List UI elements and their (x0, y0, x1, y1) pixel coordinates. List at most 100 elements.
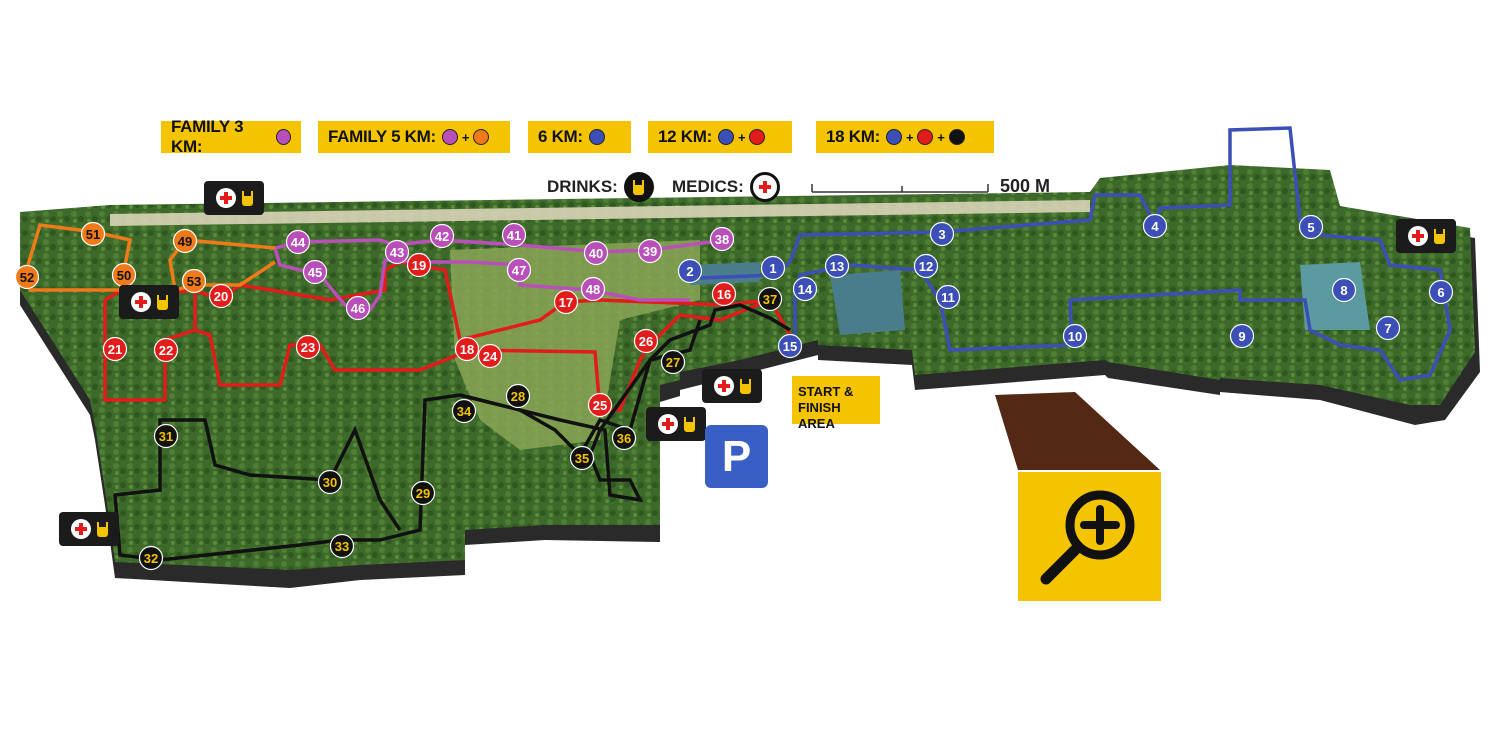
checkpoint-circle (580, 276, 606, 302)
checkpoint-circle (505, 383, 531, 409)
legend-12km: 12 KM: + (648, 121, 792, 153)
checkpoint-number: 6 (1437, 285, 1444, 300)
checkpoint-marker: 43 (384, 239, 410, 265)
road-strip (110, 200, 1090, 226)
checkpoint-number: 27 (666, 355, 680, 370)
checkpoint-marker: 19 (406, 252, 432, 278)
checkpoint-marker: 31 (153, 423, 179, 449)
checkpoint-marker: 28 (505, 383, 531, 409)
checkpoint-number: 23 (301, 340, 315, 355)
first-aid-cross-icon (130, 292, 151, 312)
red-dot-icon (749, 129, 766, 145)
checkpoint-marker: 10 (1062, 323, 1088, 349)
checkpoint-number: 45 (308, 265, 322, 280)
checkpoint-circle (410, 480, 436, 506)
checkpoint-marker: 37 (757, 286, 783, 312)
checkpoint-circle (302, 259, 328, 285)
checkpoint-circle (929, 221, 955, 247)
checkpoint-marker: 25 (587, 392, 613, 418)
checkpoint-circle (1331, 277, 1357, 303)
checkpoint-number: 15 (783, 339, 797, 354)
checkpoint-number: 12 (919, 259, 933, 274)
checkpoint-number: 47 (512, 263, 526, 278)
checkpoint-marker: 22 (153, 337, 179, 363)
checkpoint-circle (14, 264, 40, 290)
legend-18km: 18 KM: + + (816, 121, 994, 153)
checkpoint-circle (172, 228, 198, 254)
checkpoint-marker: 14 (792, 276, 818, 302)
checkpoint-marker: 47 (506, 257, 532, 283)
checkpoint-number: 48 (586, 282, 600, 297)
checkpoint-marker: 45 (302, 259, 328, 285)
route-black (113, 303, 791, 562)
checkpoint-number: 21 (108, 342, 122, 357)
checkpoint-marker: 30 (317, 469, 343, 495)
checkpoint-number: 5 (1307, 220, 1314, 235)
checkpoint-number: 10 (1068, 329, 1082, 344)
checkpoint-number: 4 (1151, 219, 1159, 234)
aid-station (702, 369, 762, 403)
first-aid-cross-icon (215, 188, 236, 208)
checkpoint-circle (102, 336, 128, 362)
checkpoint-circle (451, 398, 477, 424)
checkpoint-marker: 39 (637, 238, 663, 264)
aid-station (1396, 219, 1456, 253)
checkpoint-number: 18 (460, 342, 474, 357)
checkpoint-circle (506, 257, 532, 283)
drink-cup-icon (623, 172, 654, 202)
checkpoint-number: 38 (715, 232, 729, 247)
checkpoint-marker: 34 (451, 398, 477, 424)
parking-icon: P (705, 425, 768, 488)
checkpoint-number: 13 (830, 259, 844, 274)
checkpoint-circle (711, 281, 737, 307)
legend-family-5km: FAMILY 5 KM: + (318, 121, 510, 153)
checkpoint-number: 1 (769, 261, 776, 276)
zoom-in-button[interactable] (1018, 472, 1161, 601)
checkpoint-circle (611, 425, 637, 451)
checkpoint-number: 2 (686, 264, 693, 279)
blue-dot-icon (885, 129, 902, 145)
checkpoint-number: 44 (291, 235, 306, 250)
checkpoint-circle (153, 423, 179, 449)
checkpoint-marker: 5 (1298, 214, 1324, 240)
checkpoint-number: 14 (798, 282, 813, 297)
aid-station (646, 407, 706, 441)
checkpoint-circle (285, 229, 311, 255)
checkpoint-circle (406, 252, 432, 278)
checkpoint-marker: 27 (660, 349, 686, 375)
checkpoint-circle (80, 221, 106, 247)
first-aid-cross-icon (749, 172, 780, 202)
aid-station (59, 512, 119, 546)
checkpoint-circle (454, 336, 480, 362)
checkpoint-marker: 38 (709, 226, 735, 252)
checkpoint-marker: 51 (80, 221, 106, 247)
checkpoint-circle (501, 222, 527, 248)
drink-cup-icon (96, 521, 108, 537)
aid-station (204, 181, 264, 215)
checkpoint-circle (329, 533, 355, 559)
checkpoint-circle (633, 328, 659, 354)
orange-dot-icon (473, 129, 490, 145)
route-red (193, 260, 792, 412)
checkpoint-number: 35 (575, 451, 589, 466)
checkpoint-marker: 46 (345, 295, 371, 321)
checkpoint-number: 8 (1340, 283, 1347, 298)
legend-6km: 6 KM: (528, 121, 631, 153)
checkpoint-circle (384, 239, 410, 265)
drinks-key: DRINKS: (547, 172, 654, 202)
checkpoint-number: 40 (589, 246, 603, 261)
checkpoint-marker: 16 (711, 281, 737, 307)
checkpoint-number: 29 (416, 486, 430, 501)
checkpoint-marker: 17 (553, 289, 579, 315)
checkpoint-circle (1229, 323, 1255, 349)
zoom-in-magnifier-icon (1040, 490, 1135, 585)
checkpoint-number: 46 (351, 301, 365, 316)
checkpoint-marker: 8 (1331, 277, 1357, 303)
checkpoint-marker: 49 (172, 228, 198, 254)
checkpoint-marker: 2 (677, 258, 703, 284)
checkpoint-circle (1062, 323, 1088, 349)
checkpoint-circle (429, 223, 455, 249)
first-aid-cross-icon (713, 376, 734, 396)
checkpoint-circle (569, 445, 595, 471)
zoom-beam (995, 392, 1160, 470)
